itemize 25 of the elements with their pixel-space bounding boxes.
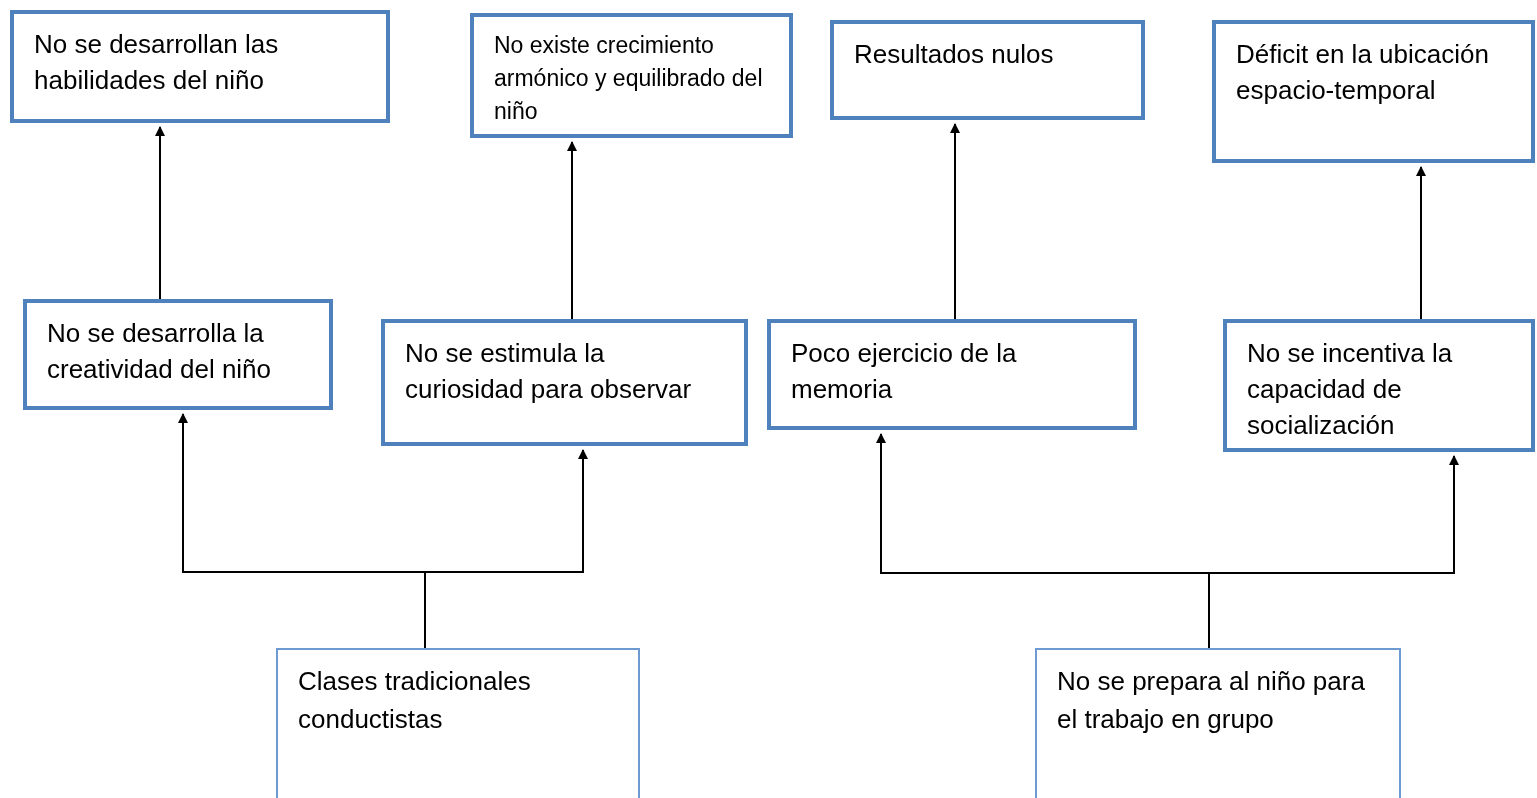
text-box (830, 20, 1145, 120)
text-box (10, 10, 390, 123)
text-box (276, 648, 640, 798)
box-text: No se prepara al niño para el trabajo en grupo (1057, 665, 1366, 736)
box-text: No se desarrolla la creatividad del niño (47, 317, 273, 386)
arrow (155, 126, 165, 300)
box-text: No se desarrollan las habilidades del niño (34, 28, 280, 97)
text-box (767, 319, 1137, 430)
arrow (950, 123, 960, 320)
box-text: Clases tradicionales conductistas (298, 665, 532, 736)
text-box (1212, 20, 1535, 163)
text-box (1035, 648, 1401, 798)
box-text: No se incentiva la capacidad de socialización (1247, 337, 1454, 442)
box-text: Déficit en la ubicación espacio-temporal (1236, 38, 1490, 107)
box-text: No existe crecimiento armónico y equilibrado del niño (494, 31, 764, 126)
box-text: No se estimula la curiosidad para observar (405, 337, 693, 406)
arrow (1416, 166, 1426, 320)
text-box (381, 319, 748, 446)
box-text: Resultados nulos (854, 38, 1055, 71)
arrow (567, 141, 577, 320)
text-box (470, 13, 793, 138)
text-box (23, 299, 333, 410)
text-box (1223, 319, 1535, 452)
arrow (424, 449, 588, 649)
box-text: Poco ejercicio de la memoria (791, 337, 1018, 406)
